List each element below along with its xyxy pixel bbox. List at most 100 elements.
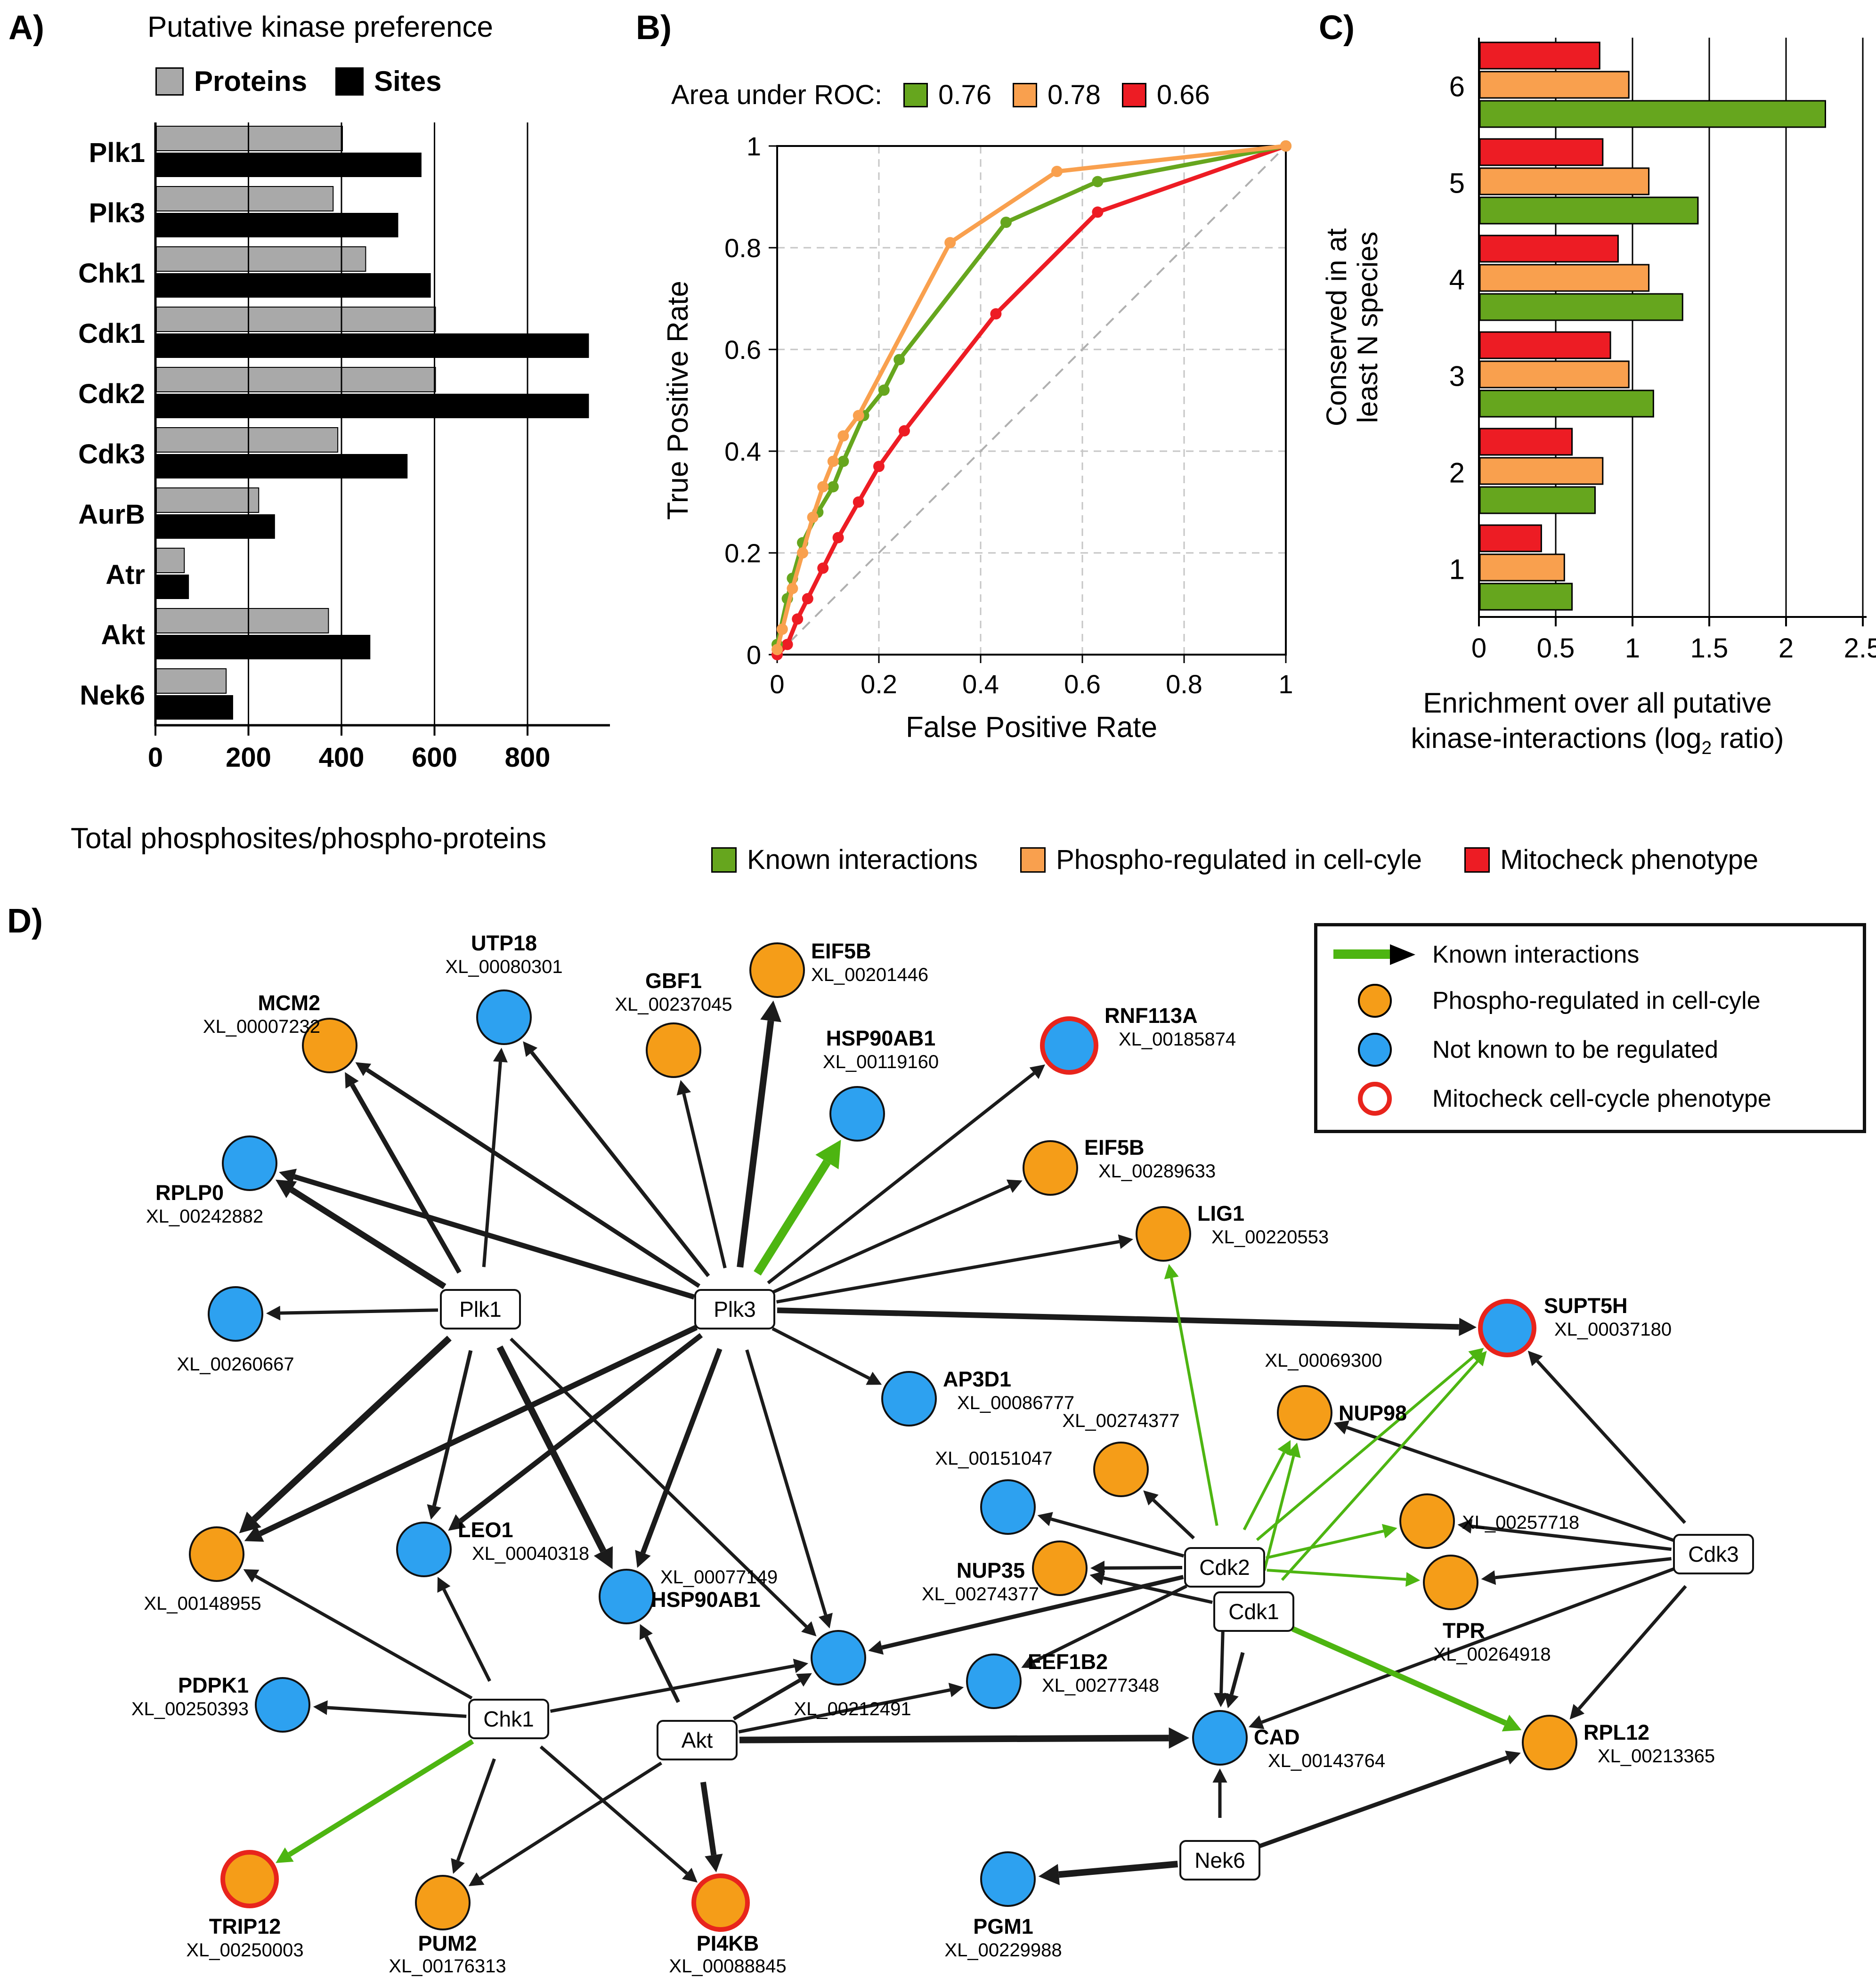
svg-text:400: 400 — [319, 742, 365, 773]
svg-text:2: 2 — [1449, 457, 1465, 489]
svg-text:EIF5B: EIF5B — [811, 939, 871, 963]
known-interactions-label: Known interactions — [747, 844, 978, 875]
svg-text:UTP18: UTP18 — [471, 931, 537, 955]
auc-orange-value: 0.78 — [1047, 80, 1101, 110]
network-node-leo1 — [396, 1522, 452, 1577]
legend-phospho-regulated: Phospho-regulated in cell-cyle — [1020, 844, 1422, 876]
svg-text:True Positive Rate: True Positive Rate — [662, 281, 694, 520]
proteins-label: Proteins — [194, 65, 308, 97]
svg-text:0.4: 0.4 — [724, 437, 761, 466]
svg-text:NUP98: NUP98 — [1339, 1401, 1407, 1425]
mitocheck-swatch — [1464, 847, 1490, 873]
svg-text:XL_00250393: XL_00250393 — [131, 1699, 249, 1719]
network-node-xl274377a — [1093, 1442, 1149, 1497]
svg-text:Plk3: Plk3 — [89, 198, 145, 228]
panel-c-xlabel-line2: kinase-interactions (log — [1411, 722, 1702, 754]
auc-item-green: 0.76 — [903, 79, 991, 111]
svg-text:XL_00274377: XL_00274377 — [1062, 1411, 1179, 1431]
svg-text:1.5: 1.5 — [1690, 633, 1729, 664]
panel-a-xlabel: Total phosphosites/phospho-proteins — [71, 822, 546, 855]
svg-text:XL_00289633: XL_00289633 — [1098, 1161, 1216, 1182]
phospho-regulated-label: Phospho-regulated in cell-cyle — [1056, 844, 1422, 875]
svg-text:PI4KB: PI4KB — [697, 1931, 759, 1955]
svg-text:0.8: 0.8 — [724, 233, 761, 263]
svg-text:0: 0 — [148, 742, 163, 773]
svg-text:RPLP0: RPLP0 — [155, 1181, 224, 1205]
panel-c-xlabel-line1: Enrichment over all putative — [1423, 687, 1772, 719]
panel-a-title: Putative kinase preference — [147, 11, 494, 43]
svg-text:0: 0 — [1471, 633, 1486, 664]
kinase-node-akt: Akt — [657, 1720, 738, 1760]
svg-text:2: 2 — [1779, 633, 1794, 664]
svg-text:HSP90AB1: HSP90AB1 — [826, 1026, 936, 1050]
svg-text:200: 200 — [226, 742, 271, 773]
svg-text:PDPK1: PDPK1 — [178, 1673, 249, 1697]
network-node-xl260667 — [208, 1286, 263, 1342]
network-node-pi4kb — [691, 1873, 750, 1932]
svg-text:RNF113A: RNF113A — [1104, 1004, 1198, 1028]
network-node-xl257718 — [1399, 1493, 1455, 1549]
svg-text:Nek6: Nek6 — [80, 680, 145, 711]
svg-text:Conserved in at: Conserved in at — [1321, 228, 1352, 427]
svg-text:XL_00007232: XL_00007232 — [203, 1016, 320, 1037]
svg-text:False Positive Rate: False Positive Rate — [906, 711, 1157, 744]
svg-text:XL_00185874: XL_00185874 — [1119, 1029, 1236, 1050]
kinase-node-cdk1: Cdk1 — [1213, 1591, 1294, 1632]
mitocheck-label: Mitocheck phenotype — [1500, 844, 1759, 875]
proteins-swatch — [155, 67, 184, 96]
network-node-pgm1 — [980, 1851, 1036, 1907]
svg-text:Chk1: Chk1 — [78, 258, 145, 289]
svg-text:0: 0 — [770, 669, 784, 699]
svg-text:Cdk1: Cdk1 — [1228, 1599, 1279, 1624]
svg-text:CAD: CAD — [1254, 1725, 1300, 1749]
svg-text:NUP35: NUP35 — [957, 1558, 1025, 1582]
notregulated-circle-icon — [1333, 1033, 1416, 1067]
phospho-regulated-swatch — [1020, 847, 1046, 873]
network-node-nup98 — [1277, 1385, 1332, 1441]
category-legend: Known interactions Phospho-regulated in … — [711, 844, 1758, 876]
svg-text:XL_00212491: XL_00212491 — [794, 1699, 911, 1719]
svg-text:XL_00213365: XL_00213365 — [1598, 1746, 1715, 1767]
auc-item-orange: 0.78 — [1012, 79, 1101, 111]
kinase-node-plk1: Plk1 — [440, 1289, 521, 1329]
network-legend-box: Known interactions Phospho-regulated in … — [1314, 923, 1866, 1133]
panel-c-xlabel-sub: 2 — [1701, 738, 1712, 758]
network-legend-known-label: Known interactions — [1432, 941, 1640, 968]
svg-text:XL_00148955: XL_00148955 — [144, 1593, 261, 1614]
network-node-xl151047 — [980, 1479, 1036, 1535]
legend-mitocheck: Mitocheck phenotype — [1464, 844, 1758, 876]
auc-green-value: 0.76 — [938, 80, 991, 110]
kinase-node-nek6: Nek6 — [1179, 1840, 1260, 1881]
svg-text:XL_00220553: XL_00220553 — [1211, 1227, 1329, 1248]
svg-text:XL_00069300: XL_00069300 — [1265, 1350, 1382, 1371]
network-node-supt5h — [1478, 1299, 1536, 1357]
network-node-ap3d1 — [881, 1371, 937, 1427]
svg-text:XL_00088845: XL_00088845 — [669, 1956, 786, 1977]
kinase-node-plk3: Plk3 — [694, 1289, 775, 1329]
svg-text:AurB: AurB — [78, 499, 145, 530]
svg-text:XL_00242882: XL_00242882 — [146, 1206, 263, 1227]
svg-text:XL_00080301: XL_00080301 — [445, 957, 562, 977]
svg-text:Plk1: Plk1 — [459, 1297, 501, 1321]
network-node-rplp0 — [222, 1135, 277, 1191]
auc-legend-title: Area under ROC: — [671, 80, 883, 110]
mitocheck-ring-icon — [1333, 1082, 1416, 1116]
network-node-hsp90ab1_mid — [599, 1569, 654, 1624]
svg-text:EEF1B2: EEF1B2 — [1028, 1650, 1108, 1674]
network-node-nup35 — [1032, 1540, 1088, 1596]
auc-legend: Area under ROC: 0.76 0.78 0.66 — [671, 79, 1210, 111]
svg-text:XL_00257718: XL_00257718 — [1462, 1512, 1579, 1533]
network-node-hsp90ab1_top — [829, 1086, 885, 1142]
svg-text:4: 4 — [1449, 264, 1465, 296]
auc-red-value: 0.66 — [1156, 80, 1210, 110]
network-legend-mitocheck-label: Mitocheck cell-cycle phenotype — [1432, 1085, 1771, 1112]
svg-text:600: 600 — [412, 742, 457, 773]
svg-text:LIG1: LIG1 — [1197, 1201, 1244, 1225]
svg-text:0.4: 0.4 — [962, 669, 999, 699]
network-node-lig1 — [1136, 1206, 1191, 1262]
panel-c-label: C) — [1319, 9, 1355, 47]
svg-text:1: 1 — [1625, 633, 1640, 664]
